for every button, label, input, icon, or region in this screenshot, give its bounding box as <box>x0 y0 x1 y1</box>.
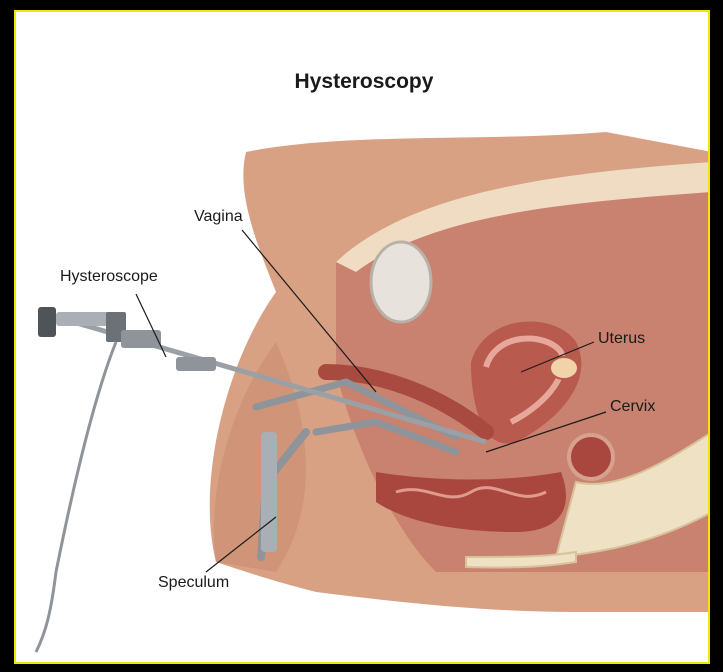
label-cervix: Cervix <box>610 398 655 416</box>
illustration-panel: Hysteroscopy <box>14 10 710 664</box>
label-vagina: Vagina <box>194 208 243 226</box>
label-speculum: Speculum <box>158 574 229 592</box>
ovary <box>550 357 578 379</box>
bowel-loop <box>569 435 613 479</box>
label-uterus: Uterus <box>598 330 645 348</box>
bladder <box>371 242 431 322</box>
label-hysteroscope: Hysteroscope <box>60 268 158 286</box>
